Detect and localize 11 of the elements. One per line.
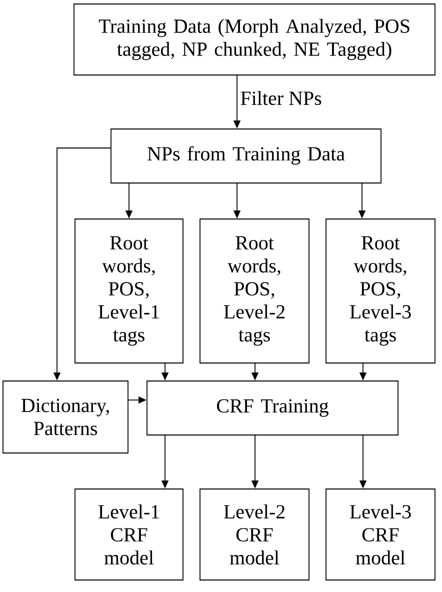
process-box: CRF Training (146, 380, 398, 436)
process-box: Training Data (Morph Analyzed, POS tagged, NP chunked, NE Tagged) (74, 4, 436, 76)
process-box: Level-3 CRF model (326, 488, 436, 580)
edge-label: Filter NPs (240, 90, 322, 106)
process-box: Level-1 CRF model (74, 488, 184, 580)
process-box: NPs from Training Data (110, 128, 382, 184)
process-box: Root words, POS, Level-3 tags (326, 218, 436, 364)
process-box: Dictionary, Patterns (2, 380, 128, 454)
process-box: Root words, POS, Level-2 tags (200, 218, 310, 364)
process-box: Level-2 CRF model (200, 488, 310, 580)
process-box: Root words, POS, Level-1 tags (74, 218, 184, 364)
